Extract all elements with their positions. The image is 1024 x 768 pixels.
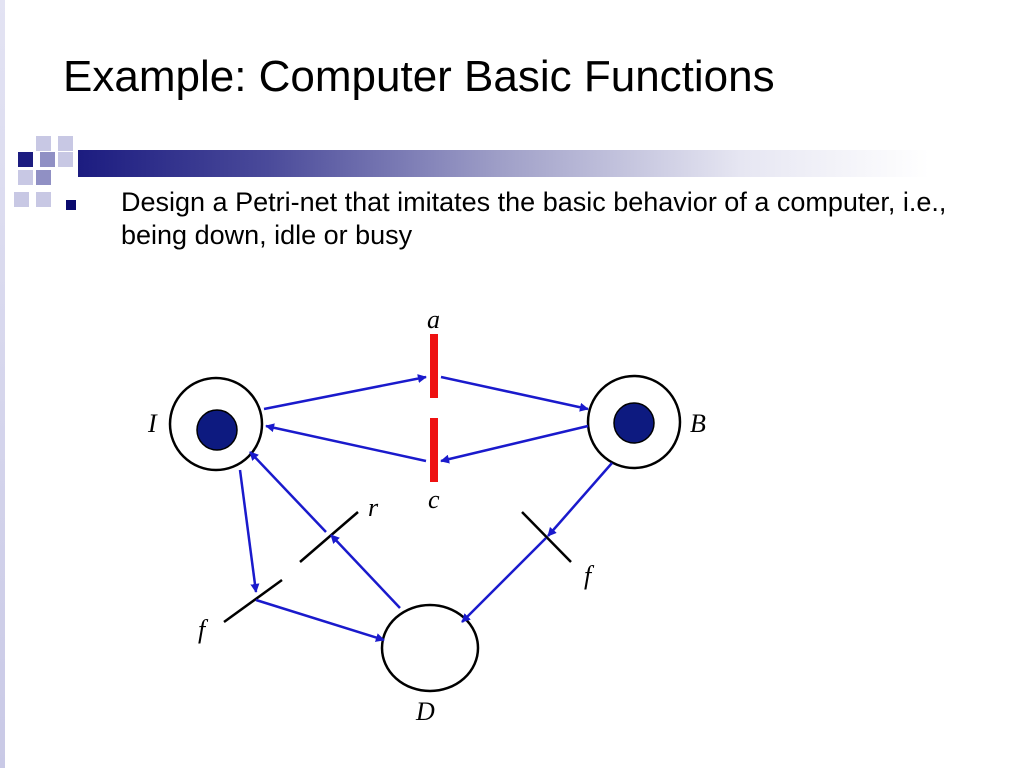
transition-f-left [223, 578, 283, 624]
left-decor-stripe [0, 0, 5, 768]
label-c: c [428, 485, 440, 514]
header-decoration [0, 130, 1024, 220]
slide-title: Example: Computer Basic Functions [63, 52, 775, 101]
deco-square [36, 136, 51, 151]
arc-busy-to-c [440, 424, 589, 464]
deco-square [36, 170, 51, 185]
transition-f-right [521, 511, 572, 563]
arc-c-to-idle [265, 423, 427, 463]
deco-square [36, 192, 51, 207]
deco-square [14, 192, 29, 207]
place-idle [168, 376, 264, 472]
deco-square [40, 152, 55, 167]
label-a: a [427, 305, 440, 334]
arc-idle-to-f-left [238, 469, 260, 593]
arc-busy-to-f-right [547, 462, 613, 537]
deco-square [58, 136, 73, 151]
label-B: B [690, 409, 706, 438]
arc-a-to-busy [440, 375, 589, 412]
arc-idle-to-a [263, 374, 427, 411]
place-down [380, 603, 480, 693]
deco-square [18, 170, 33, 185]
label-f-left: f [198, 615, 209, 644]
label-r: r [368, 493, 379, 522]
label-f-right: f [584, 561, 595, 590]
deco-square [58, 152, 73, 167]
arc-r-to-idle [249, 451, 327, 533]
label-D: D [415, 697, 435, 726]
place-busy [586, 374, 682, 470]
bullet-text: Design a Petri-net that imitates the bas… [121, 187, 947, 250]
arc-f-right-to-down [461, 537, 547, 623]
label-I: I [147, 409, 158, 438]
arc-f-left-to-down [255, 598, 385, 642]
arc-down-to-r [330, 534, 401, 609]
token-idle [196, 409, 238, 451]
transition-r [299, 511, 359, 563]
bullet-icon [66, 200, 76, 210]
deco-square [18, 152, 33, 167]
token-busy [613, 402, 655, 444]
header-gradient-band [78, 150, 1024, 177]
